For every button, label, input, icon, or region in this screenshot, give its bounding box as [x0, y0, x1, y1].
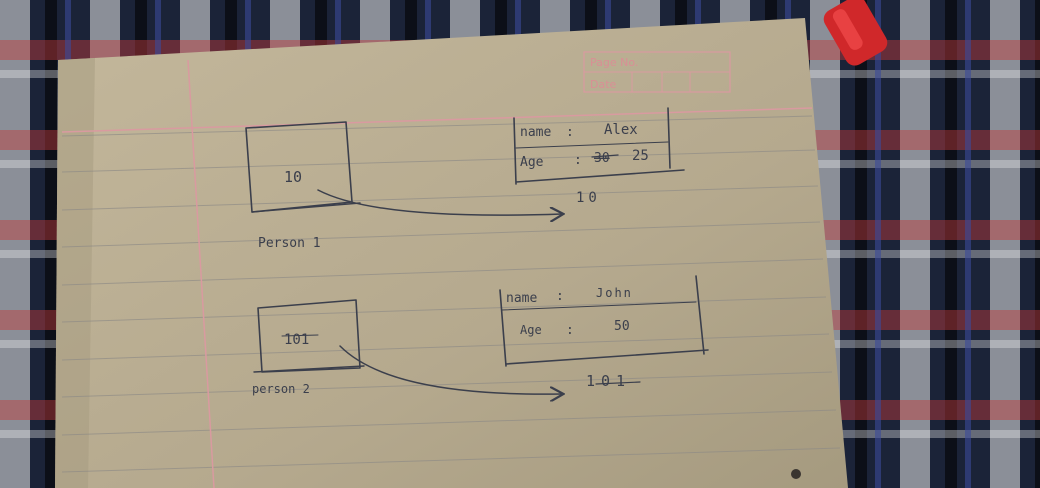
person2-caption: person 2 [252, 382, 310, 396]
person1-age-key: Age [520, 155, 544, 170]
person2-name-key: name [506, 291, 537, 306]
svg-text::: : [556, 289, 564, 304]
person2-name-value: John [596, 286, 633, 300]
person2-object-box: name : John Age : 50 101 [499, 275, 709, 390]
red-pen [823, 0, 888, 66]
ink-smudge [791, 469, 801, 479]
date-label: Date [590, 78, 617, 91]
person1-pointer-value: 10 [284, 168, 302, 186]
notebook-page [55, 18, 848, 488]
svg-text::: : [566, 125, 574, 140]
person2-pointer-value: 101 [284, 332, 309, 348]
svg-text::: : [566, 323, 574, 338]
person1-object-box: name : Alex Age : 30 25 10 [513, 107, 685, 206]
person1-age-value: 25 [632, 148, 649, 164]
page-no-label: Page No. [590, 56, 638, 69]
person1-arrow [317, 189, 562, 215]
person2-age-value: 50 [614, 319, 630, 334]
person1-caption: Person 1 [258, 236, 321, 251]
person1-object-address: 10 [576, 190, 601, 206]
svg-text::: : [574, 153, 582, 168]
person2-arrow [339, 345, 562, 394]
person2-reference-box: 101 [253, 299, 365, 373]
person1-name-key: name [520, 125, 551, 140]
person2-object-address: 101 [586, 372, 631, 390]
person1-age-old-value: 30 [594, 151, 610, 166]
ruled-lines [61, 115, 841, 473]
header-rule [61, 107, 813, 133]
page-date-box: Page No. Date [583, 51, 731, 93]
margin-line [187, 59, 215, 488]
person1-name-value: Alex [604, 122, 638, 138]
person2-age-key: Age [520, 323, 542, 337]
